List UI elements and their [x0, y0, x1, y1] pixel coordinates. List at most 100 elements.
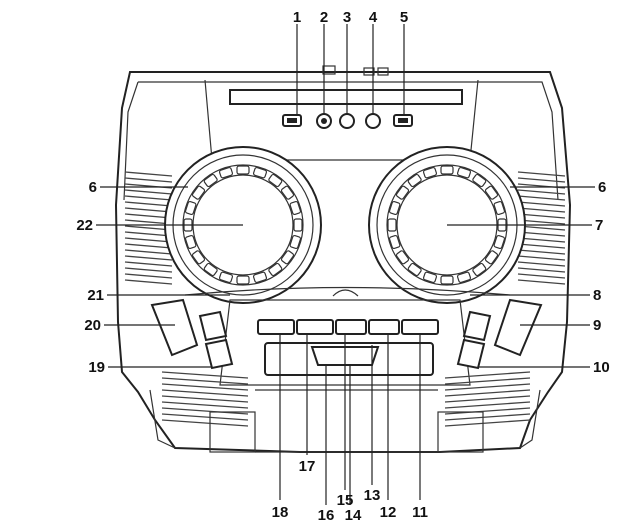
ring-light-segment: [268, 173, 283, 188]
grille-slat: [161, 395, 249, 403]
grille-slat: [517, 255, 566, 261]
grille-slat: [161, 371, 249, 379]
grille-slat: [124, 237, 173, 243]
ring-light-segment: [395, 250, 410, 265]
grille-slat: [517, 213, 566, 219]
callout-12: 12: [380, 504, 397, 521]
callout-14: 14: [345, 507, 362, 524]
left-pad: [150, 298, 199, 357]
grille-slat: [517, 279, 566, 285]
ring-light-segment: [184, 234, 197, 250]
top-tab-left: [322, 65, 336, 75]
callout-6-left: 6: [89, 179, 97, 196]
grille-slat: [124, 273, 173, 279]
ring-light-segment: [407, 173, 422, 188]
grille-slat: [161, 389, 249, 397]
callout-21: 21: [87, 287, 104, 304]
grille-slat: [444, 377, 531, 385]
top-tab-mid: [363, 67, 375, 76]
grille-slat: [124, 279, 173, 285]
ring-light-segment: [218, 271, 234, 284]
ring-light-segment: [289, 200, 302, 216]
button-11: [401, 319, 439, 335]
callout-17: 17: [299, 458, 316, 475]
grille-slat: [517, 237, 566, 243]
grille-slat: [161, 407, 249, 415]
disc-slot: [229, 89, 463, 105]
ring-light-segment: [422, 271, 438, 284]
grille-slat: [124, 201, 173, 207]
callout-18: 18: [272, 504, 289, 521]
callout-16: 16: [318, 507, 335, 524]
ring-light-segment: [268, 262, 283, 277]
grille-slat: [124, 249, 173, 255]
grille-slat: [124, 213, 173, 219]
ring-light-segment: [493, 234, 506, 250]
grille-slat: [444, 383, 531, 391]
grille-slat: [444, 371, 531, 379]
callout-1: 1: [293, 9, 301, 26]
button-17: [296, 319, 334, 335]
callout-22: 22: [76, 217, 93, 234]
grille-slat: [444, 389, 531, 397]
left-foot: [209, 411, 256, 453]
right-woofer-ring-lights: [387, 165, 507, 285]
bottom-left-grille: [161, 371, 249, 427]
ring-light-segment: [388, 234, 401, 250]
ring-light-segment: [280, 250, 295, 265]
callout-9: 9: [593, 317, 601, 334]
callout-6-right: 6: [598, 179, 606, 196]
ring-light-segment: [236, 275, 250, 285]
button-12: [368, 319, 400, 335]
grille-slat: [124, 267, 173, 273]
grille-slat: [161, 413, 249, 421]
callout-10: 10: [593, 359, 610, 376]
jack-4-icon: [365, 113, 381, 129]
grille-slat: [444, 419, 531, 427]
grille-slat: [161, 377, 249, 385]
usb-port-slot: [287, 118, 297, 123]
ring-light-segment: [218, 166, 234, 179]
grille-slat: [124, 261, 173, 267]
callout-2: 2: [320, 9, 328, 26]
grille-slat: [124, 177, 173, 183]
ring-light-segment: [236, 165, 250, 175]
top-tab-right: [377, 67, 389, 76]
ring-light-segment: [387, 218, 397, 232]
grille-slat: [161, 383, 249, 391]
callout-8: 8: [593, 287, 601, 304]
grille-slat: [517, 231, 566, 237]
ring-light-segment: [456, 271, 472, 284]
callout-4: 4: [369, 9, 378, 26]
button-18: [257, 319, 295, 335]
left-button-upper: [198, 310, 228, 342]
ring-light-segment: [191, 185, 206, 200]
callout-13: 13: [364, 487, 381, 504]
grille-slat: [124, 255, 173, 261]
grille-slat: [517, 177, 566, 183]
ring-light-segment: [293, 218, 303, 232]
right-foot: [437, 411, 484, 453]
callout-5: 5: [400, 9, 408, 26]
ring-light-segment: [203, 173, 218, 188]
callout-11: 11: [412, 504, 428, 521]
ring-light-segment: [395, 185, 410, 200]
grille-slat: [517, 243, 566, 249]
grille-slat: [124, 231, 173, 237]
grille-slat: [124, 171, 173, 177]
grille-slat: [517, 189, 566, 195]
grille-slat: [444, 407, 531, 415]
ring-light-segment: [422, 166, 438, 179]
ring-light-segment: [407, 262, 422, 277]
ring-light-segment: [440, 165, 454, 175]
left-woofer-ring-lights: [183, 165, 303, 285]
grille-slat: [517, 261, 566, 267]
grille-slat: [124, 189, 173, 195]
grille-slat: [517, 267, 566, 273]
lower-body: [149, 371, 541, 453]
ring-light-segment: [191, 250, 206, 265]
jack-3-icon: [339, 113, 355, 129]
ring-light-segment: [388, 200, 401, 216]
